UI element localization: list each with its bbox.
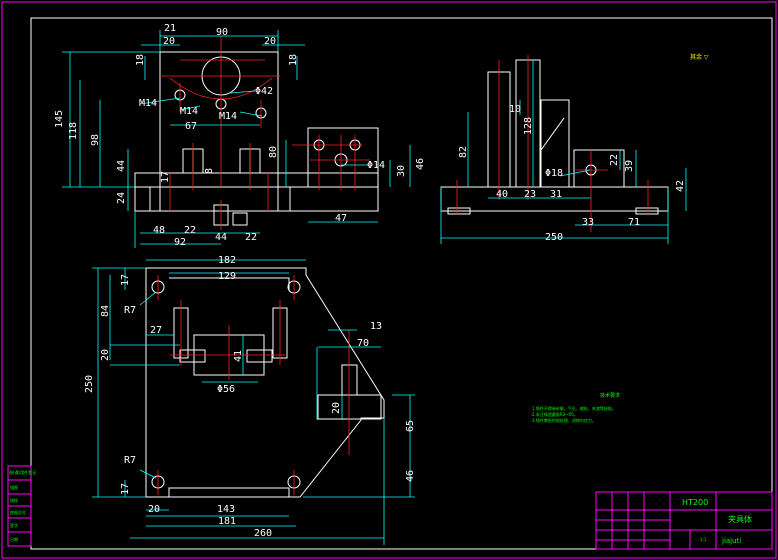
top-view: 182 129 17 84 R7 27 20 41 Φ56 250 R7 17 …: [84, 255, 416, 545]
dim-top-r7b: R7: [124, 455, 136, 466]
strip-label-1: 描图: [10, 484, 18, 490]
tech-req-line3: 3.铸件需经时效处理，消除内应力。: [532, 417, 596, 423]
dim-front-w22b: 22: [245, 232, 257, 243]
dim-front-h30: 30: [396, 165, 407, 177]
dim-front-m14a: M14: [139, 98, 157, 109]
dim-top-w181: 181: [218, 516, 236, 527]
dim-side-h39: 39: [624, 160, 635, 172]
dim-front-w48: 48: [153, 225, 165, 236]
side-view: 82 128 10 40 23 31 Φ18 22 39 42 33 71 25…: [440, 55, 687, 244]
dim-front-m14b: M14: [180, 106, 198, 117]
dim-top-h20: 20: [100, 349, 111, 361]
dim-front-h24: 24: [116, 192, 127, 204]
dim-side-h10: 10: [509, 104, 521, 115]
dim-front-h18a: 18: [135, 54, 146, 66]
dim-top-w20: 20: [148, 504, 160, 515]
dim-front-w22a: 22: [184, 225, 196, 236]
dim-front-w67: 67: [185, 121, 197, 132]
dim-side-d18: Φ18: [545, 168, 563, 179]
dim-top-w129: 129: [218, 271, 236, 282]
dim-top-w13: 13: [370, 321, 382, 332]
dim-front-w90: 90: [216, 27, 228, 38]
tech-req-line2: 2.未注铸造圆角R3~R5。: [532, 411, 578, 417]
dim-front-w20a: 20: [163, 36, 175, 47]
tech-requirements: 技术要求 1.铸件不得有砂眼、气孔、缩松、夹渣等缺陷。 2.未注铸造圆角R3~R…: [532, 392, 620, 423]
dim-side-w23: 23: [524, 189, 536, 200]
dim-side-h82: 82: [458, 146, 469, 158]
title-part-name: 夹具体: [728, 514, 752, 524]
dim-side-h128: 128: [523, 117, 534, 135]
dim-front-w47: 47: [335, 213, 347, 224]
dim-front-h98: 98: [90, 134, 101, 146]
dim-top-h65: 65: [405, 420, 416, 432]
dim-top-h20b: 20: [331, 402, 342, 414]
dim-top-w70: 70: [357, 338, 369, 349]
title-drawing-code: jiajuti: [721, 537, 741, 545]
dim-front-h18b: 18: [288, 54, 299, 66]
dim-side-w31: 31: [550, 189, 562, 200]
strip-label-0: 借(通)用件登记: [9, 469, 36, 475]
strip-label-5: 日期: [10, 536, 18, 542]
dim-side-w33: 33: [582, 217, 594, 228]
dim-front-h145: 145: [54, 110, 65, 128]
dim-front-h80: 80: [268, 146, 279, 158]
dim-top-r7a: R7: [124, 305, 136, 316]
dim-front-d14: Φ14: [367, 160, 385, 171]
tech-req-line1: 1.铸件不得有砂眼、气孔、缩松、夹渣等缺陷。: [532, 405, 616, 411]
dim-front-h46: 46: [415, 158, 426, 170]
dim-front-w44: 44: [215, 232, 227, 243]
dim-side-w71: 71: [628, 217, 640, 228]
roughness-note: 其余 ▽: [690, 53, 709, 61]
dim-top-h17a: 17: [120, 274, 131, 286]
dim-top-d56: Φ56: [217, 384, 235, 395]
dim-top-h84: 84: [100, 305, 111, 317]
sheet-border-inner: [30, 17, 773, 550]
dim-front-w20b: 20: [264, 36, 276, 47]
dim-side-w250: 250: [545, 232, 563, 243]
title-block: HT200 夹具体 jiajuti 1:1: [595, 491, 773, 550]
strip-label-3: 底图总号: [10, 509, 26, 515]
strip-label-2: 描校: [10, 497, 18, 503]
dim-front-w21: 21: [164, 23, 176, 34]
front-view: 90 21 20 20 18 18 145 118 98 44 24 17 80…: [54, 23, 426, 248]
dim-front-h17: 17: [160, 171, 171, 183]
title-material: HT200: [682, 498, 708, 507]
dim-front-w92: 92: [174, 237, 186, 248]
title-scale: 1:1: [700, 537, 707, 542]
dim-top-h250: 250: [84, 375, 95, 393]
strip-label-4: 签字: [10, 522, 18, 528]
dim-top-w260: 260: [254, 528, 272, 539]
dim-top-w182: 182: [218, 255, 236, 266]
dim-side-h22: 22: [609, 154, 620, 166]
dim-front-m14c: M14: [219, 111, 237, 122]
dim-front-h44: 44: [116, 160, 127, 172]
dim-front-d42: Φ42: [255, 86, 273, 97]
dim-side-h42: 42: [675, 180, 686, 192]
dim-top-h41: 41: [233, 350, 244, 362]
registration-strip: 借(通)用件登记 描图 描校 底图总号 签字 日期: [7, 465, 36, 547]
dim-front-d8: 8: [204, 168, 215, 174]
dim-front-h118: 118: [68, 122, 79, 140]
dim-top-h46: 46: [405, 470, 416, 482]
dim-top-h17b: 17: [120, 483, 131, 495]
dim-top-w143: 143: [217, 504, 235, 515]
dim-top-w27: 27: [150, 325, 162, 336]
tech-req-heading: 技术要求: [600, 392, 620, 399]
dim-side-w40: 40: [496, 189, 508, 200]
